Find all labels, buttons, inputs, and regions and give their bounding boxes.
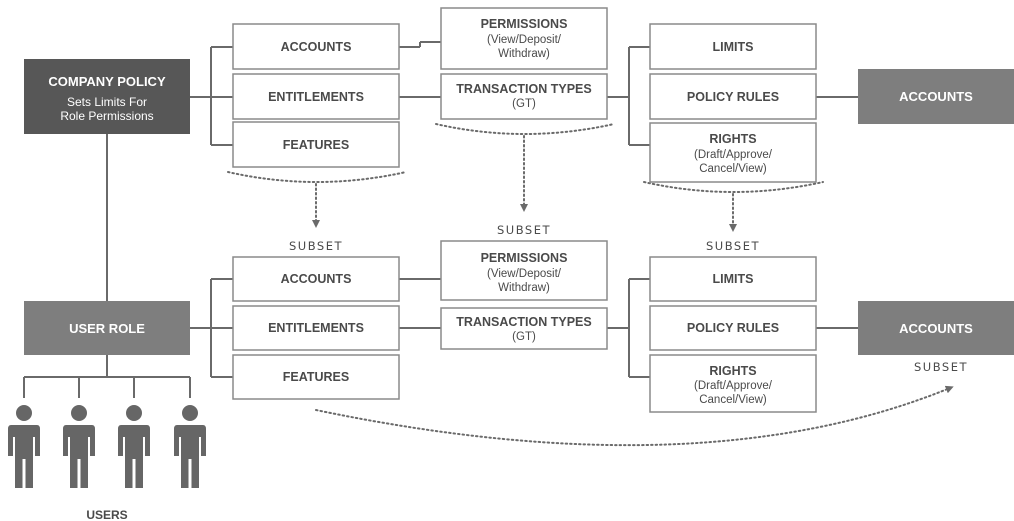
bottom-permissions-box	[440, 240, 608, 301]
top-limits-box	[649, 23, 817, 70]
bottom-col2	[440, 240, 608, 350]
bottom-col1	[232, 256, 400, 400]
company-policy-subtitle-1: Sets Limits For	[67, 95, 147, 109]
bottom-accounts-label: ACCOUNTS	[281, 272, 352, 286]
top-rights-sub-1: (Draft/Approve/	[694, 149, 773, 161]
user-person-icon	[8, 405, 40, 488]
subset-label-accounts: SUBSET	[914, 360, 968, 374]
users-label: USERS	[86, 508, 127, 521]
subset-label-col3: SUBSET	[706, 239, 760, 253]
users-group	[8, 405, 206, 488]
bottom-limits-box	[649, 256, 817, 302]
company-policy-title: COMPANY POLICY	[48, 74, 166, 89]
user-role-box: USER ROLE	[24, 301, 190, 355]
subset-indicators	[227, 123, 954, 447]
bottom-entitlements-box	[232, 305, 400, 351]
top-accounts-right-label: ACCOUNTS	[899, 89, 973, 104]
top-rights-box	[649, 122, 817, 183]
top-transaction-types-sub: (GT)	[512, 98, 536, 110]
company-policy-subtitle-2: Role Permissions	[60, 109, 153, 123]
bottom-features-label: FEATURES	[283, 370, 349, 384]
brace-top-col2	[435, 123, 615, 135]
top-entitlements-box	[232, 73, 400, 120]
bottom-policy-rules-box	[649, 305, 817, 351]
top-permissions-title: PERMISSIONS	[481, 17, 568, 31]
bottom-permissions-title: PERMISSIONS	[481, 251, 568, 265]
top-features-box	[232, 121, 400, 168]
top-col3	[649, 23, 817, 183]
top-permissions-sub-1: (View/Deposit/	[487, 34, 562, 46]
bottom-limits-label: LIMITS	[713, 272, 754, 286]
top-col2	[440, 7, 608, 120]
top-rights-title: RIGHTS	[709, 132, 756, 146]
bottom-col3	[649, 256, 817, 413]
bottom-accounts-right-box: ACCOUNTS	[858, 301, 1014, 355]
top-col1	[232, 23, 400, 168]
subset-label-col2: SUBSET	[497, 223, 551, 237]
bottom-policy-rules-label: POLICY RULES	[687, 321, 779, 335]
top-limits-label: LIMITS	[713, 40, 754, 54]
bottom-permissions-sub-1: (View/Deposit/	[487, 268, 562, 280]
arrow-features-to-accounts	[315, 385, 954, 447]
bottom-accounts-right-label: ACCOUNTS	[899, 321, 973, 336]
top-transaction-types-title: TRANSACTION TYPES	[456, 82, 591, 96]
user-person-icon	[174, 405, 206, 488]
user-role-title: USER ROLE	[69, 321, 145, 336]
top-permissions-sub-2: Withdraw)	[498, 48, 550, 60]
bottom-rights-box	[649, 354, 817, 413]
bottom-permissions-sub-2: Withdraw)	[498, 282, 550, 294]
brace-top-col1	[227, 171, 407, 183]
connector-lines	[23, 41, 858, 398]
top-policy-rules-label: POLICY RULES	[687, 90, 779, 104]
bottom-transaction-types-box	[440, 307, 608, 350]
user-person-icon	[63, 405, 95, 488]
top-accounts-box	[232, 23, 400, 70]
bottom-features-box	[232, 354, 400, 400]
top-entitlements-label: ENTITLEMENTS	[268, 90, 364, 104]
bottom-transaction-types-sub: (GT)	[512, 331, 536, 343]
user-person-icon	[118, 405, 150, 488]
top-features-label: FEATURES	[283, 138, 349, 152]
bottom-entitlements-label: ENTITLEMENTS	[268, 321, 364, 335]
bottom-accounts-box	[232, 256, 400, 302]
bottom-transaction-types-title: TRANSACTION TYPES	[456, 315, 591, 329]
subset-label-col1: SUBSET	[289, 239, 343, 253]
bottom-rights-sub-2: Cancel/View)	[699, 394, 767, 406]
top-accounts-label: ACCOUNTS	[281, 40, 352, 54]
top-policy-rules-box	[649, 73, 817, 120]
bottom-rights-title: RIGHTS	[709, 364, 756, 378]
top-permissions-box	[440, 7, 608, 70]
top-transaction-types-box	[440, 73, 608, 120]
bottom-rights-sub-1: (Draft/Approve/	[694, 380, 773, 392]
top-accounts-right-box: ACCOUNTS	[858, 69, 1014, 124]
top-rights-sub-2: Cancel/View)	[699, 163, 767, 175]
brace-top-col3	[643, 181, 824, 193]
company-policy-box: COMPANY POLICY Sets Limits For Role Perm…	[24, 59, 190, 134]
